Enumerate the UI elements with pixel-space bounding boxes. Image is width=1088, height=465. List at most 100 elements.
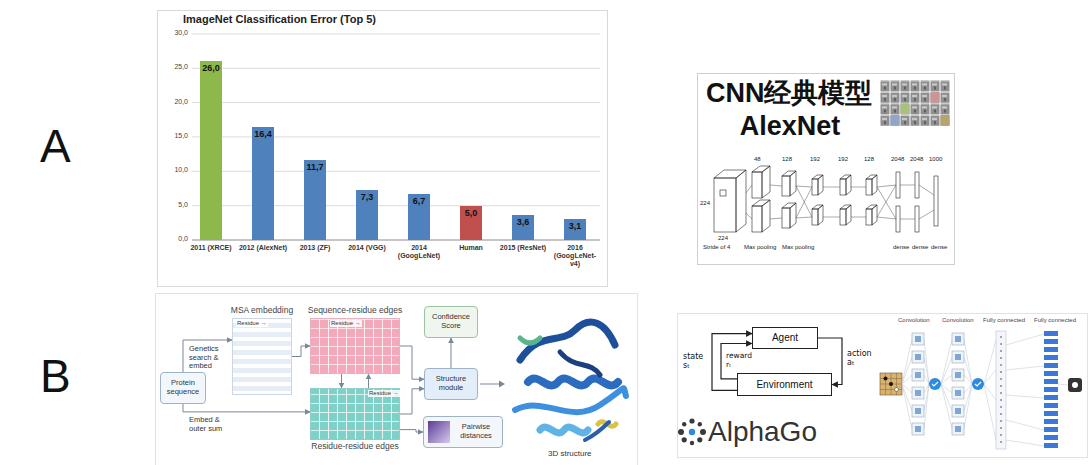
- edge-label: reward rₜ: [725, 352, 756, 369]
- bar-value: 3,6: [517, 217, 530, 227]
- box-label: Confidence Score: [429, 313, 473, 330]
- protein-ribbon: [540, 427, 588, 433]
- dense-column: [1000, 336, 1002, 444]
- output-column: [1044, 371, 1058, 376]
- environment-box: Environment: [737, 373, 832, 396]
- conv-kernel: [955, 408, 961, 414]
- connector: [451, 338, 452, 368]
- box-label: Agent: [772, 332, 798, 344]
- edge-label: state sₜ: [682, 352, 708, 370]
- alphago-logo: [678, 429, 684, 435]
- go-board: [880, 373, 902, 395]
- chart-title: ImageNet Classification Error (Top 5): [183, 13, 376, 26]
- alexnet-layers: [812, 175, 823, 179]
- conv-kernel: [955, 390, 961, 396]
- grid-line: [192, 102, 600, 103]
- alexnet-layers: [915, 172, 919, 198]
- output-column: [1044, 331, 1058, 336]
- go-board: [889, 382, 893, 386]
- category-label: 2013 (ZF): [300, 244, 331, 252]
- output-column: [1044, 379, 1058, 384]
- output-column: [1044, 427, 1058, 432]
- input-box: Protein sequence: [160, 372, 206, 404]
- alexnet-layers: [782, 203, 796, 208]
- alexnet-layers: [790, 203, 796, 228]
- alexnet-layers: [840, 175, 851, 179]
- output-column: [1044, 419, 1058, 424]
- go-board: [880, 373, 902, 395]
- alexnet-layers: [872, 175, 877, 195]
- alexnet-layers: [866, 175, 877, 179]
- panel-heading: Residue-residue edges: [311, 442, 398, 452]
- dimension: 128: [864, 156, 874, 163]
- output-column: [1044, 363, 1058, 368]
- confidence-box: Confidence Score: [424, 306, 478, 338]
- output-column: [1044, 443, 1058, 448]
- filter-grid: [901, 104, 910, 115]
- go-board: [880, 373, 902, 395]
- output-column: [1044, 395, 1058, 400]
- output-arrow: [480, 384, 500, 385]
- alexnet-links: [796, 217, 812, 218]
- conv-kernel: [915, 354, 921, 360]
- output-column: [1044, 435, 1058, 440]
- alexnet-layers: [840, 179, 846, 195]
- network-links: [924, 339, 929, 429]
- connector: [400, 389, 424, 414]
- conv-kernel: [915, 390, 921, 396]
- move-icon: [1068, 378, 1082, 392]
- conv-column: [912, 405, 924, 417]
- protein-ribbon: [585, 422, 609, 440]
- conv-column: [912, 387, 924, 399]
- alexnet-layers: [866, 179, 872, 195]
- alexnet-frame: [698, 74, 955, 265]
- go-board: [884, 377, 888, 381]
- alexnet-layers: [872, 205, 877, 225]
- connector: [183, 404, 310, 412]
- alexnet-links: [746, 213, 752, 219]
- conv-column: [912, 369, 924, 381]
- category-label: 2014 (VGG): [348, 244, 386, 252]
- layer-note: dense: [893, 244, 909, 251]
- alexnet-layers: [752, 166, 770, 172]
- alexnet-layers: [866, 205, 877, 209]
- axis-note: Residue →: [236, 320, 268, 327]
- chart-bar: 11,7: [304, 160, 326, 240]
- alexnet-layers: [752, 206, 762, 232]
- conv-column: [952, 423, 964, 435]
- alexnet-links: [900, 219, 915, 220]
- alexnet-layers: [782, 176, 790, 196]
- connector: [368, 374, 369, 388]
- alphago-logo: [678, 418, 706, 445]
- alexnet-layers: [752, 172, 762, 198]
- alexnet-links: [900, 185, 915, 186]
- panel-title: AlexNet: [740, 111, 841, 142]
- bar-value: 5,0: [465, 208, 478, 218]
- grid-line: [192, 33, 600, 34]
- conv-kernel: [915, 336, 961, 432]
- move-icon: [1068, 378, 1082, 392]
- conv-kernel: [915, 372, 921, 378]
- category-label: 2012 (AlexNet): [239, 244, 287, 252]
- chart-bar: 3,6: [512, 215, 534, 240]
- conv-column: [912, 351, 924, 363]
- alexnet-links: [746, 185, 934, 219]
- edge-label: action aₜ: [846, 349, 876, 367]
- protein-ribbon: [520, 322, 615, 360]
- alphago-logo: [698, 422, 702, 426]
- panel-title: CNN经典模型: [706, 78, 873, 109]
- axis-tick: 25,0: [174, 63, 188, 71]
- alexnet-layers: [934, 176, 938, 226]
- filter-grid: [880, 80, 950, 126]
- alphago-frame: [678, 314, 1088, 458]
- layer-name: Convolution: [942, 317, 974, 324]
- alexnet-layers: [846, 175, 851, 195]
- category-label: 2011 (XRCE): [190, 244, 231, 252]
- layer-note: dense: [912, 244, 928, 251]
- alexnet-layers: [714, 166, 938, 232]
- alexnet-links: [919, 185, 934, 195]
- alexnet-links: [919, 210, 934, 219]
- alexnet-layers: [752, 200, 770, 206]
- chart-bar: 6,7: [408, 194, 430, 240]
